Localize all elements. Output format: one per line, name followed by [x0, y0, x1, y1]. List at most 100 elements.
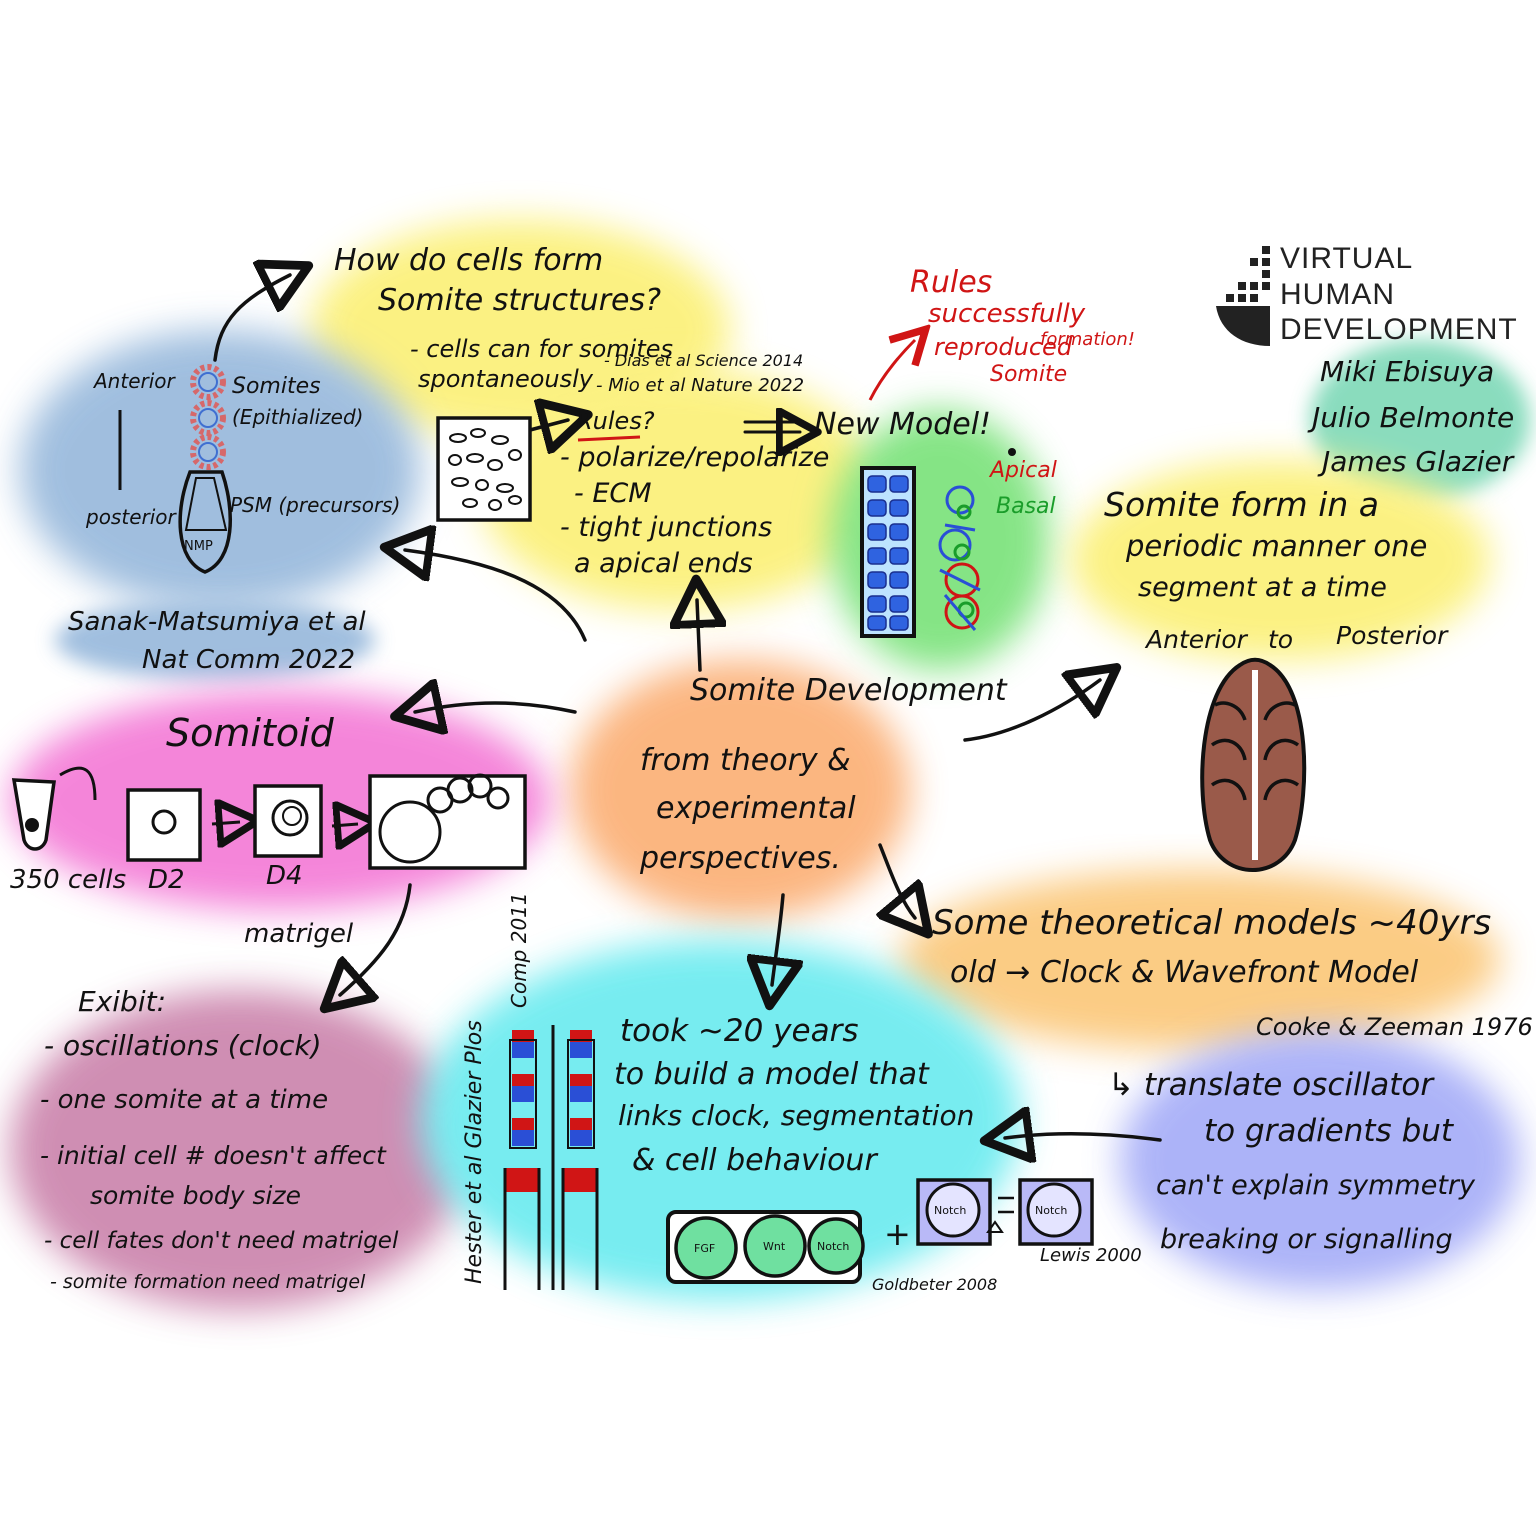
success-line-5: formation! [1040, 329, 1136, 350]
notch-b-label: Notch [1035, 1204, 1067, 1217]
d2-aggregate [151, 809, 177, 835]
periodic-to: to [1268, 625, 1294, 654]
rule-bullet-1: - polarize/repolarize [560, 442, 830, 473]
periodic-line-1: Somite form in a [1104, 485, 1379, 524]
somite-3 [190, 434, 226, 470]
nmp-label: NMP [184, 539, 213, 554]
periodic-anterior: Anterior [1146, 625, 1247, 654]
arrow-somitoid-to-exhibit [340, 883, 412, 995]
embryo-drawing [118, 364, 232, 574]
logo-line-development: DEVELOPMENT [1280, 313, 1518, 346]
d2-well [126, 788, 202, 862]
tube-pellet [25, 818, 39, 832]
highlight-center-orange [570, 660, 910, 920]
somitoid-cells-label: 350 cells [10, 865, 127, 895]
notch-pair: Notch Notch [916, 1178, 1094, 1246]
periodic-posterior: Posterior [1336, 621, 1448, 650]
exhibit-item-2: - one somite at a time [40, 1085, 329, 1115]
fgf-label: FGF [694, 1242, 715, 1255]
d4-aggregate [271, 799, 309, 837]
success-line-3: reproduced [934, 333, 1073, 361]
question-title-line-2: Somite structures? [378, 283, 662, 318]
arrow-translate-to-lewis [1005, 1134, 1162, 1140]
arrow-center-to-rules [697, 600, 700, 672]
build-line-2: to build a model that [614, 1057, 929, 1092]
center-subtitle-line-3: perspectives. [640, 841, 841, 876]
arrow-center-to-periodic [963, 680, 1100, 742]
somite-inner [198, 372, 218, 462]
anterior-label: Anterior [94, 369, 175, 393]
somitoid-matrigel-label: matrigel [244, 919, 354, 949]
psm-inner [184, 477, 228, 531]
center-subtitle-line-1: from theory & [640, 743, 851, 778]
question-point-line-1: - cells can for somites [410, 335, 674, 363]
arrow-d4-to-somitoid [331, 824, 358, 826]
connector-arrows [213, 275, 1162, 1140]
hester-col-2 [561, 1030, 599, 1290]
arrow-center-to-theory [880, 843, 915, 918]
rules-label: Rules? [576, 407, 655, 435]
plus-sign: + [884, 1215, 911, 1253]
somitoid-diagram [11, 766, 527, 870]
arrow-center-to-somitoid [415, 703, 577, 712]
arrow-dish-to-rules [528, 420, 568, 430]
success-line-1: Rules [910, 265, 993, 300]
theory-line-2: old → Clock & Wavefront Model [950, 955, 1419, 990]
ref-mio: - Mio et al Nature 2022 [596, 375, 805, 396]
d4-aggregate-inner [282, 806, 302, 826]
highlight-periodic-yellow [1070, 460, 1490, 660]
exhibit-item-5: - cell fates don't need matrigel [44, 1228, 399, 1254]
notch-a-label: Notch [934, 1204, 966, 1217]
embryo-citation-line-2: Nat Comm 2022 [142, 645, 355, 675]
highlight-citation-blue [55, 600, 375, 680]
notch-circle [807, 1217, 865, 1275]
highlight-exhibit-mauve [10, 990, 470, 1310]
somitoid-d2-label: D2 [148, 865, 185, 895]
arrow-center-to-embryo [405, 550, 587, 642]
author-3: James Glazier [1322, 445, 1514, 478]
notch-label: Notch [817, 1240, 849, 1253]
exhibit-item-3: - initial cell # doesn't affect [40, 1141, 386, 1170]
highlight-authors-teal [1310, 340, 1530, 500]
exhibit-title: Exibit: [78, 985, 167, 1018]
somitoid-body [378, 800, 442, 864]
rules-underline [577, 435, 641, 442]
lewis-citation: Lewis 2000 [1040, 1245, 1142, 1266]
periodic-line-2: periodic manner one [1126, 529, 1428, 563]
build-line-3: links clock, segmentation [618, 1099, 975, 1132]
center-subtitle-line-2: experimental [656, 791, 856, 826]
logo-line-virtual: VIRTUAL [1280, 242, 1414, 275]
arrow-success-to-model [868, 340, 915, 401]
hester-col-1 [503, 1030, 541, 1290]
arrow-embryo-to-question [213, 275, 290, 362]
signal-oscillators: FGF Wnt Notch [666, 1210, 865, 1284]
question-point-line-2: spontaneously [418, 365, 593, 393]
wnt-label: Wnt [763, 1240, 786, 1253]
highlight-translate-lavender [1120, 1030, 1520, 1290]
success-line-2: successfully [928, 299, 1086, 329]
periodic-line-3: segment at a time [1138, 572, 1387, 603]
new-model-label: New Model! [814, 407, 992, 442]
psm-label: PSM (precursors) [230, 493, 401, 517]
exhibit-item-1: - oscillations (clock) [44, 1029, 322, 1062]
question-title-line-1: How do cells form [334, 243, 604, 278]
goldbeter-citation: Goldbeter 2008 [872, 1275, 998, 1294]
tube-icon [11, 778, 56, 851]
ref-dias: - Dias et al Science 2014 [604, 351, 804, 370]
basal-label: Basal [996, 494, 1056, 519]
exhibit-item-4: somite body size [90, 1181, 301, 1210]
build-line-1: took ~20 years [620, 1013, 859, 1049]
apical-label: Apical [990, 458, 1057, 483]
translate-line-3: can't explain symmetry [1156, 1170, 1475, 1201]
theory-citation: Cooke & Zeeman 1976 [1256, 1013, 1533, 1041]
wnt-circle [743, 1214, 807, 1278]
embryo-segments [1210, 701, 1300, 801]
arrow-tube-to-d2 [59, 766, 97, 801]
logo-mark [1216, 246, 1270, 346]
build-line-4: & cell behaviour [632, 1143, 877, 1178]
somitoid-d4-label: D4 [266, 861, 303, 891]
center-title: Somite Development [690, 673, 1007, 708]
highlight-theory-orange [900, 870, 1500, 1050]
translate-line-4: breaking or signalling [1160, 1224, 1453, 1255]
